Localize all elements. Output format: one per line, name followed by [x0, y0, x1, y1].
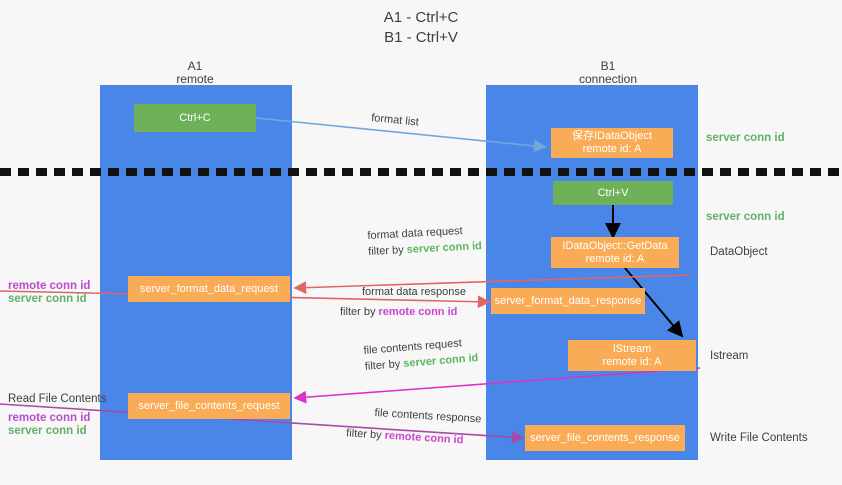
box-server-format-data-request-label: server_format_data_request: [139, 282, 279, 295]
annotation-format-list: format list: [370, 110, 420, 130]
annotation-fcres-filter: filter by remote conn id: [346, 425, 481, 449]
box-idataobject-getdata-line2: remote id: A: [585, 252, 645, 265]
lane-a1-sub: remote: [176, 72, 214, 86]
label-write-file-contents: Write File Contents: [710, 432, 808, 444]
box-server-file-contents-response[interactable]: server_file_contents_response: [525, 425, 685, 451]
lane-header-a1: A1 remote: [135, 60, 255, 86]
annotation-fdreq-filter-value: server conn id: [406, 240, 483, 256]
box-istream-line1: IStream: [612, 342, 652, 355]
box-ctrl-v[interactable]: Ctrl+V: [553, 181, 673, 205]
label-remote-conn-id-2: remote conn id: [8, 412, 91, 424]
annotation-fdres-filter-value: remote conn id: [378, 306, 458, 318]
box-server-file-contents-response-label: server_file_contents_response: [530, 431, 680, 444]
annotation-fcres-filter-value: remote conn id: [384, 429, 464, 447]
label-remote-conn-id-1: remote conn id: [8, 280, 91, 292]
annotation-file-contents-response-title: file contents response: [374, 406, 482, 426]
box-server-format-data-request[interactable]: server_format_data_request: [128, 276, 290, 302]
lane-b1-sub: connection: [578, 72, 638, 86]
lane-b1-name: B1: [600, 59, 616, 73]
annotation-fcres-filter-prefix: filter by: [345, 427, 386, 442]
label-server-conn-id-1: server conn id: [8, 293, 87, 305]
box-idataobject-getdata-line1: IDataObject::GetData: [562, 239, 668, 252]
box-server-format-data-response-label: server_format_data_response: [494, 294, 642, 307]
box-ctrl-c-label: Ctrl+C: [179, 111, 211, 124]
box-server-file-contents-request-label: server_file_contents_request: [138, 399, 280, 412]
box-save-idataobject-line2: remote id: A: [582, 143, 642, 155]
box-ctrl-c[interactable]: Ctrl+C: [134, 104, 256, 132]
box-save-idataobject-line1: 保存IDataObject: [571, 130, 653, 142]
label-server-conn-id-top: server conn id: [706, 132, 785, 144]
annotation-format-list-text: format list: [370, 111, 420, 129]
label-data-object: DataObject: [710, 246, 768, 258]
lane-header-b1: B1 connection: [548, 60, 668, 86]
label-server-conn-id-mid: server conn id: [706, 211, 785, 223]
annotation-file-contents-request: file contents request filter by server c…: [363, 334, 479, 375]
box-server-format-data-response[interactable]: server_format_data_response: [491, 288, 645, 314]
label-server-conn-id-2: server conn id: [8, 425, 87, 437]
annotation-fdreq-filter-prefix: filter by: [367, 243, 408, 258]
annotation-fcreq-filter-prefix: filter by: [364, 357, 404, 373]
lane-a1-name: A1: [187, 59, 203, 73]
title-line-2: B1 - Ctrl+V: [384, 29, 458, 46]
box-istream-line2: remote id: A: [602, 355, 662, 368]
label-read-file-contents: Read File Contents: [8, 393, 107, 405]
annotation-fdres-filter: filter by remote conn id: [340, 304, 466, 320]
box-istream[interactable]: IStream remote id: A: [568, 340, 696, 371]
annotation-file-contents-response: file contents response filter by remote …: [346, 405, 482, 449]
box-idataobject-getdata[interactable]: IDataObject::GetData remote id: A: [551, 237, 679, 268]
annotation-format-data-request: format data request filter by server con…: [367, 222, 482, 260]
box-save-idataobject[interactable]: 保存IDataObject remote id: A: [551, 128, 673, 158]
annotation-fdres-filter-prefix: filter by: [340, 306, 379, 318]
annotation-format-data-response: format data response filter by remote co…: [340, 284, 466, 320]
annotation-fcreq-filter-value: server conn id: [402, 352, 479, 370]
label-istream: Istream: [710, 350, 749, 362]
box-server-file-contents-request[interactable]: server_file_contents_request: [128, 393, 290, 419]
page-title: A1 - Ctrl+C B1 - Ctrl+V: [0, 8, 842, 48]
annotation-format-data-response-title: format data response: [362, 286, 466, 298]
box-ctrl-v-label: Ctrl+V: [597, 186, 629, 199]
title-line-1: A1 - Ctrl+C: [383, 9, 459, 26]
phase-divider-dashed-line: [0, 168, 842, 176]
